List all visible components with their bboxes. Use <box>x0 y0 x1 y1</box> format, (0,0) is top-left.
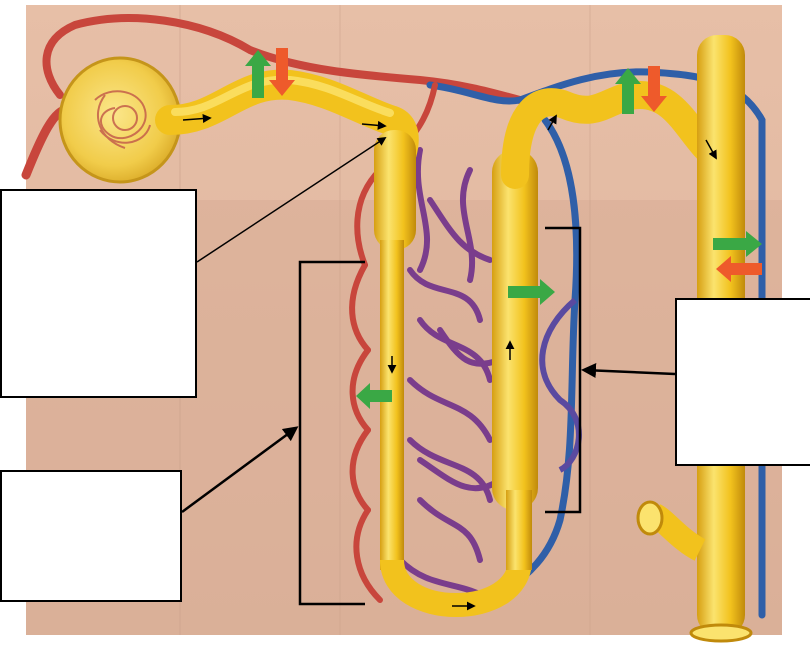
bracket-descending-limb <box>298 260 365 606</box>
duct-opening-bottom <box>689 623 753 643</box>
reabsorption-arrow-right <box>508 279 555 305</box>
reabsorption-arrow-up <box>245 50 271 98</box>
ascending-limb-thick <box>492 150 538 510</box>
reabsorption-arrow-left <box>356 383 392 409</box>
glomerulus <box>94 90 151 149</box>
peritubular-capillaries <box>397 147 503 603</box>
bracket-ascending-limb <box>545 226 582 514</box>
arterial-capillaries <box>349 82 438 603</box>
reabsorption-arrow-right <box>713 231 762 257</box>
leader-line-right <box>581 363 676 379</box>
distal-convoluted-tubule <box>501 80 734 189</box>
vein-loop <box>539 297 582 473</box>
descending-limb-thin <box>380 240 404 570</box>
flow-arrow <box>547 114 557 131</box>
leader-line-top-left <box>196 137 387 263</box>
label-box-right[interactable] <box>675 298 810 466</box>
secretion-arrow-left <box>716 256 762 282</box>
reabsorption-arrow-up <box>615 68 641 114</box>
secretion-arrow-down <box>269 48 295 96</box>
duct-opening <box>636 500 664 536</box>
label-box-top-left[interactable] <box>0 189 197 398</box>
secretion-arrow-down <box>641 66 667 112</box>
loop-of-henle-bend <box>380 558 532 617</box>
flow-arrow <box>705 139 717 160</box>
flow-arrow <box>361 120 387 130</box>
ascending-limb-thin <box>506 490 532 570</box>
label-box-bottom-left[interactable] <box>0 470 182 602</box>
leader-line-bottom-left <box>181 426 299 514</box>
flow-arrow <box>182 114 212 124</box>
flow-arrows <box>182 114 717 611</box>
transport-arrows <box>245 48 762 409</box>
descending-limb-thick <box>374 130 416 250</box>
proximal-tubule-highlight <box>171 75 394 117</box>
arteriole-loop <box>42 14 524 104</box>
